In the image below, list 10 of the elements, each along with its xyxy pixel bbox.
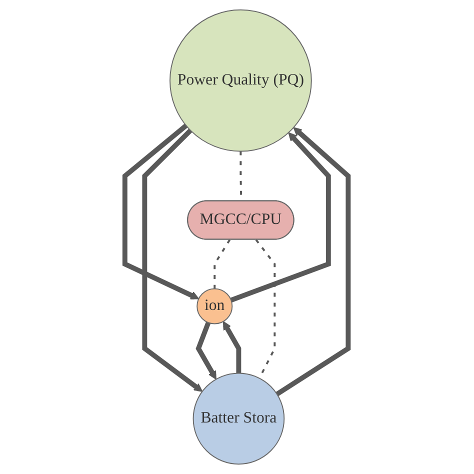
node-circle: ion	[197, 288, 234, 324]
arrow	[223, 321, 242, 374]
arrow	[196, 322, 217, 380]
arrow	[122, 124, 200, 300]
arrow	[230, 132, 332, 302]
connector	[214, 239, 232, 289]
node-circle: Batter Stora	[193, 372, 286, 465]
arrow	[276, 127, 352, 396]
arrow	[142, 128, 204, 392]
node-circle: Power Quality (PQ)	[170, 9, 312, 152]
